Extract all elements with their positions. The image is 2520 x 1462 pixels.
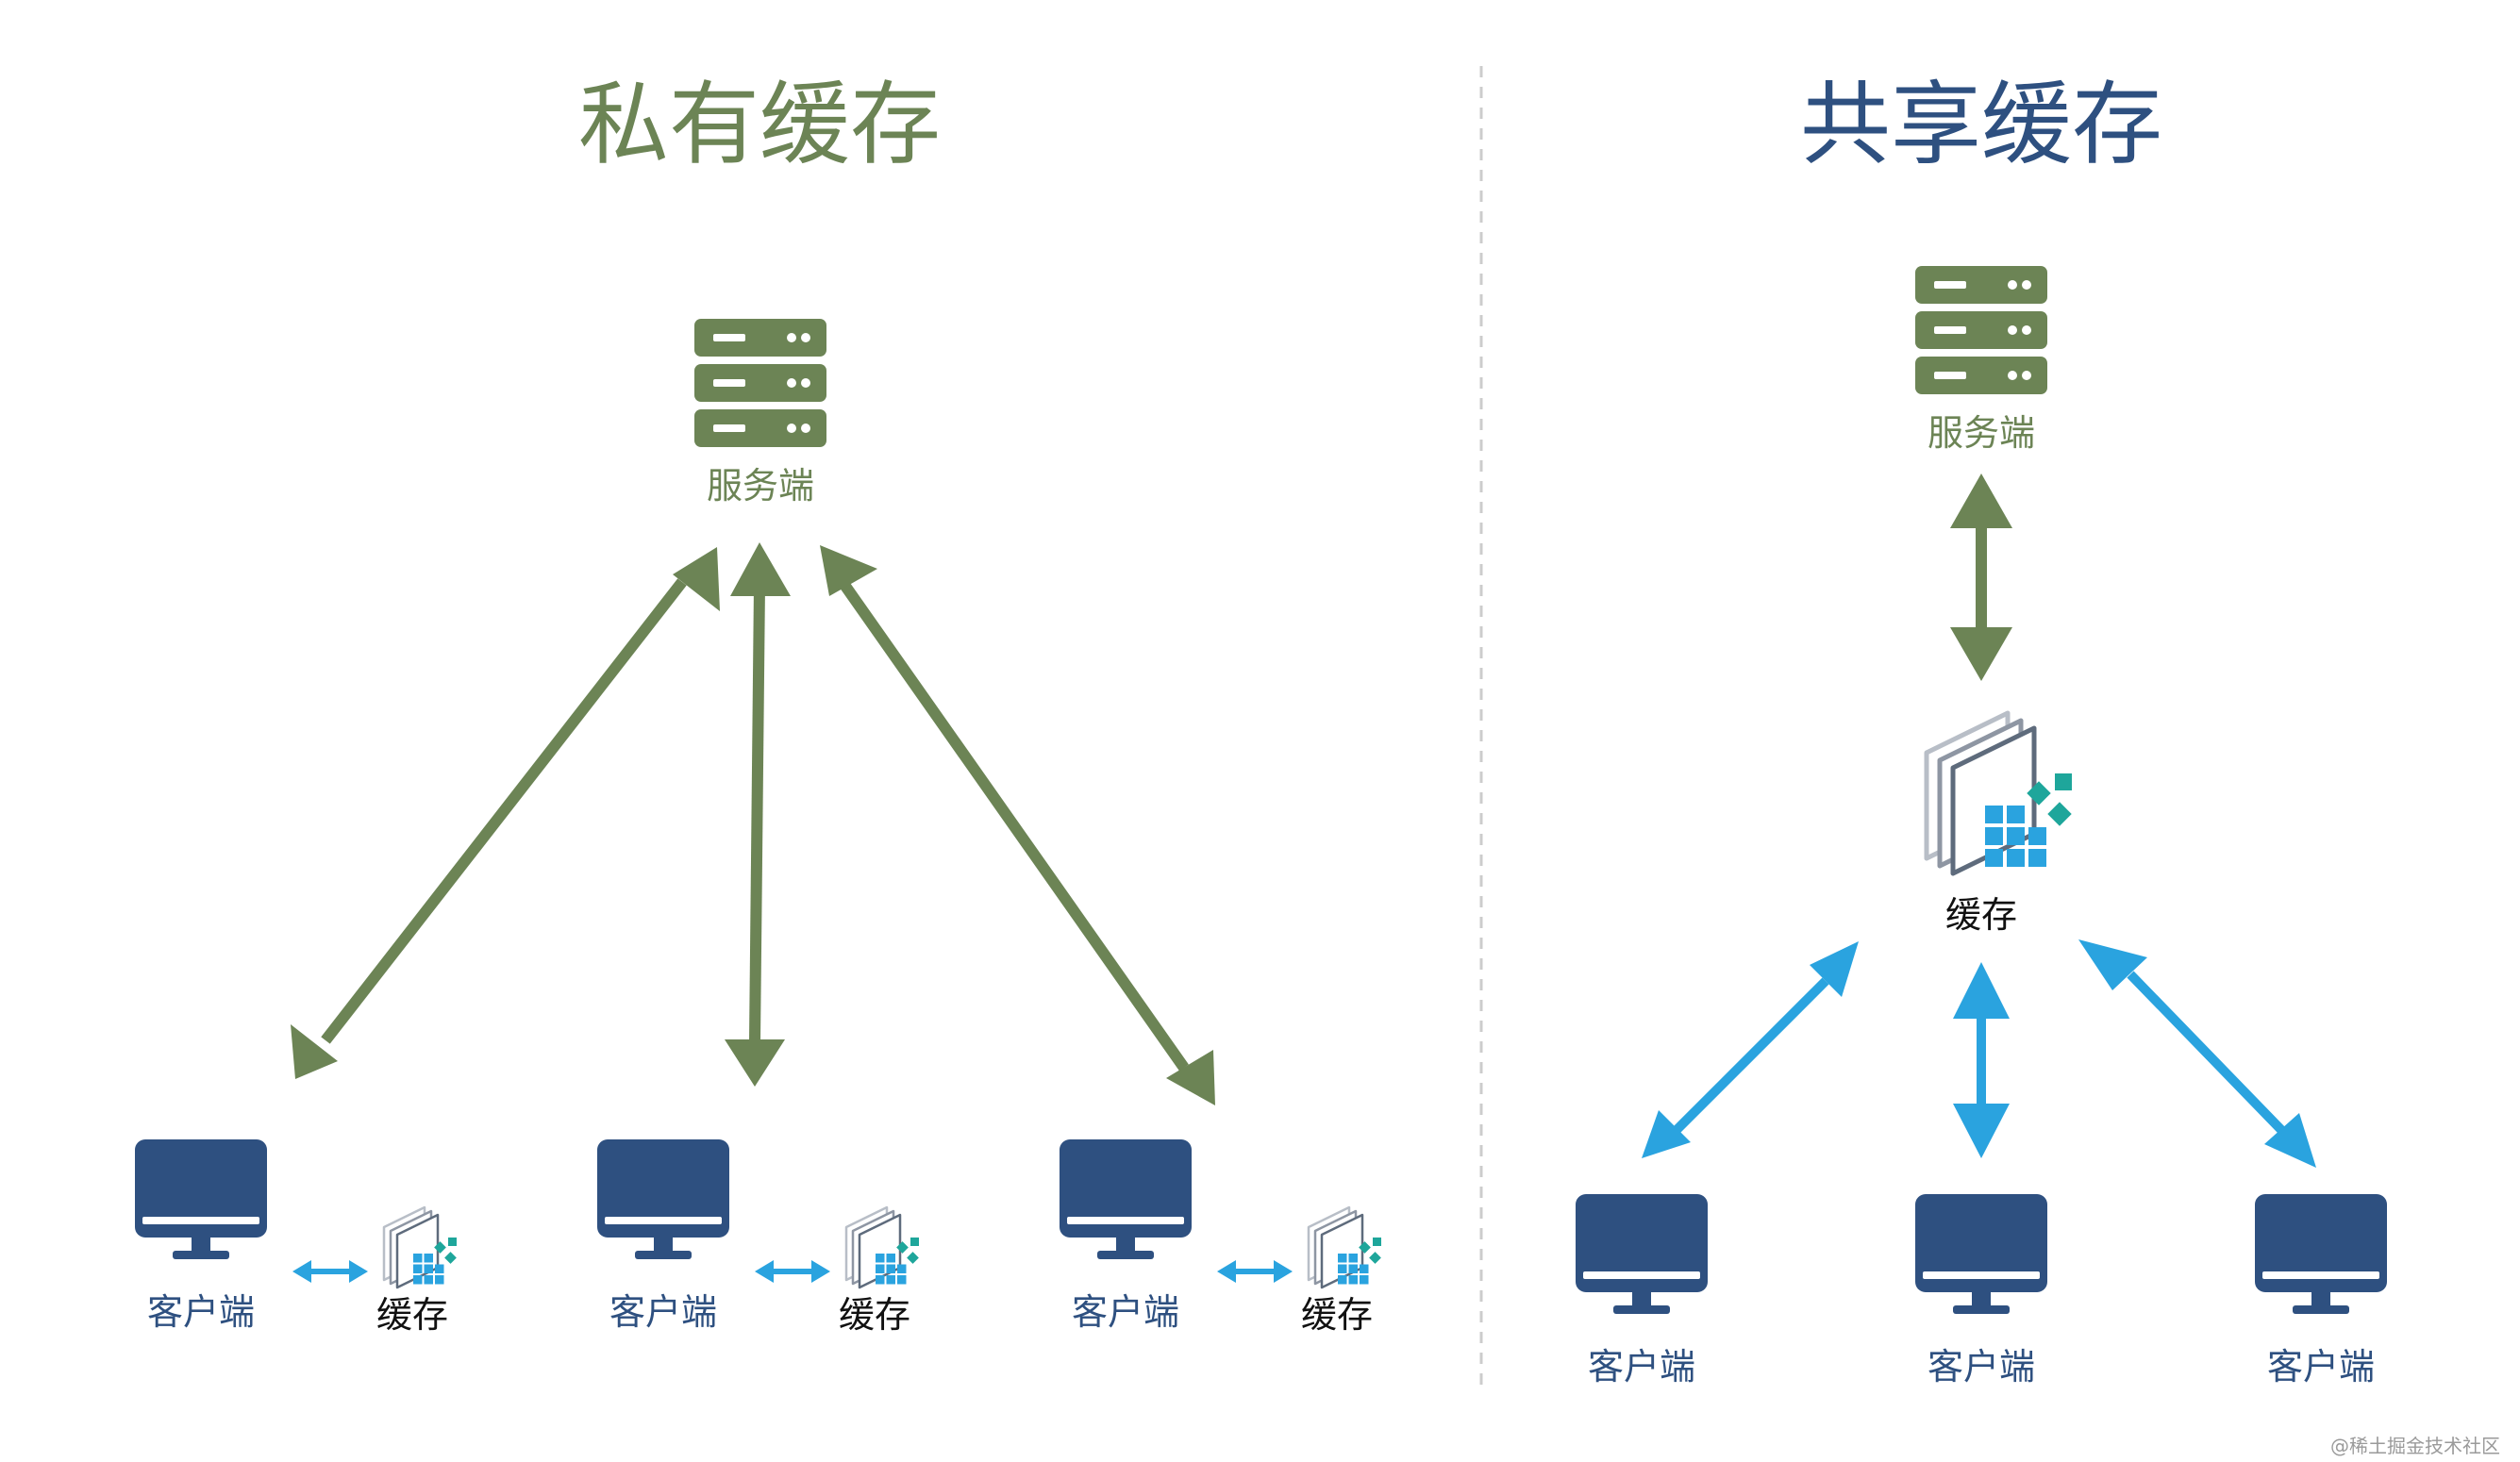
shared-client-3: 客户端 <box>2255 1194 2387 1387</box>
shared-server-cache-arrow <box>1950 473 2012 681</box>
private-arrow-left <box>291 547 720 1079</box>
shared-server-label: 服务端 <box>1928 412 2035 454</box>
private-server-label: 服务端 <box>707 465 814 507</box>
shared-arrow-left <box>1642 941 1859 1158</box>
private-cache-section: 私有缓存 服务端 客户端 <box>135 72 1383 1336</box>
small-blue-arrow <box>1217 1260 1293 1283</box>
monitor-icon <box>597 1139 729 1259</box>
cache-label: 缓存 <box>839 1294 910 1336</box>
watermark: @稀土掘金技术社区 <box>2330 1435 2500 1457</box>
monitor-icon <box>1576 1194 1708 1314</box>
cache-label: 缓存 <box>376 1294 448 1336</box>
private-client-1: 客户端 缓存 <box>135 1139 459 1336</box>
client-label: 客户端 <box>1588 1346 1695 1387</box>
client-label: 客户端 <box>609 1291 717 1333</box>
monitor-icon <box>2255 1194 2387 1314</box>
client-label: 客户端 <box>147 1291 255 1333</box>
shared-client-2: 客户端 <box>1915 1194 2047 1387</box>
client-label: 客户端 <box>1072 1291 1179 1333</box>
shared-cache-label: 缓存 <box>1945 894 2017 936</box>
private-title: 私有缓存 <box>578 72 941 177</box>
small-blue-arrow <box>755 1260 830 1283</box>
cache-icon <box>1307 1205 1383 1289</box>
cache-icon <box>382 1205 459 1289</box>
private-client-3: 客户端 缓存 <box>1060 1139 1383 1336</box>
client-label: 客户端 <box>1928 1346 2035 1387</box>
shared-server-icon <box>1915 266 2047 394</box>
monitor-icon <box>1915 1194 2047 1314</box>
shared-cache-section: 共享缓存 服务端 缓存 客户端 <box>1576 72 2387 1387</box>
shared-client-1: 客户端 <box>1576 1194 1708 1387</box>
small-blue-arrow <box>292 1260 368 1283</box>
shared-title: 共享缓存 <box>1800 72 2162 177</box>
shared-cache-icon <box>1927 713 2072 873</box>
cache-label: 缓存 <box>1301 1294 1373 1336</box>
shared-arrow-middle <box>1953 962 2010 1158</box>
private-arrow-right <box>820 545 1215 1105</box>
private-server-icon <box>694 319 826 447</box>
shared-arrow-right <box>2078 939 2316 1168</box>
monitor-icon <box>1060 1139 1192 1259</box>
client-label: 客户端 <box>2267 1346 2375 1387</box>
cache-icon <box>844 1205 921 1289</box>
private-client-2: 客户端 缓存 <box>597 1139 921 1336</box>
private-arrow-middle <box>725 542 791 1087</box>
monitor-icon <box>135 1139 267 1259</box>
